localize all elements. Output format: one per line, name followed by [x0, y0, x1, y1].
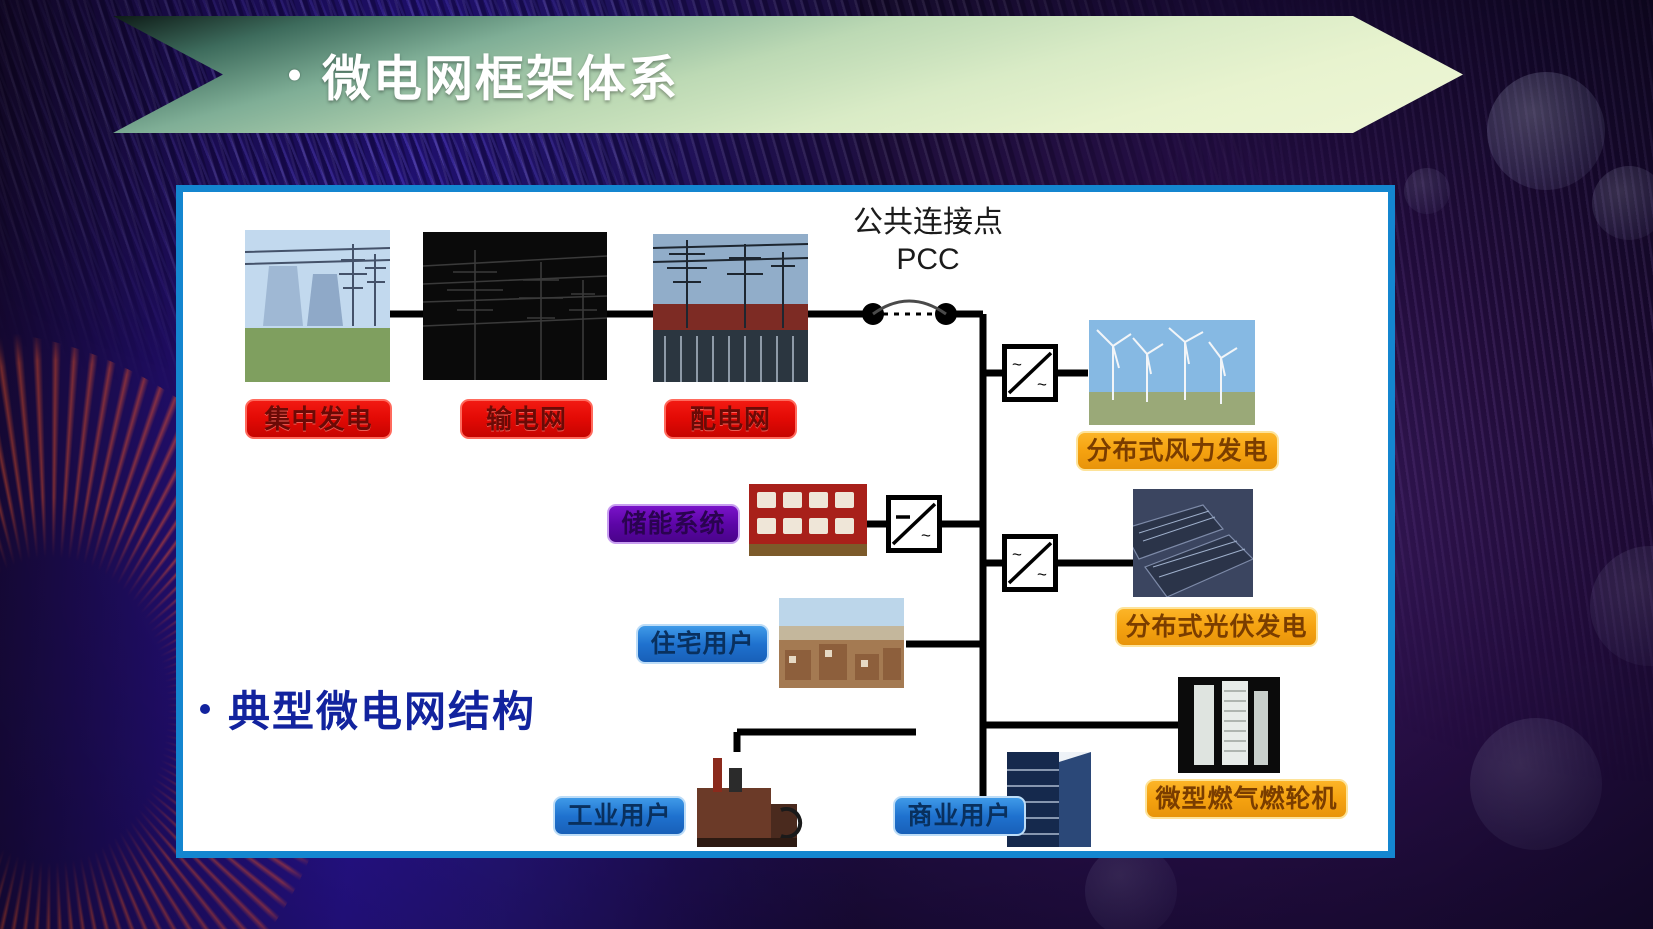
label-micro-gas-turbine-text: 微型燃气燃轮机	[1155, 784, 1338, 813]
bullet-icon	[289, 69, 300, 80]
residential-photo	[779, 598, 904, 688]
label-distribution-grid-text: 配电网	[689, 404, 771, 434]
label-industrial-user-text: 工业用户	[567, 801, 672, 830]
subtitle-line: 典型微电网结构	[200, 678, 536, 739]
label-commercial-user: 商业用户	[893, 796, 1026, 836]
converter-pv-input-symbol: ~	[1012, 545, 1022, 564]
label-central-generation: 集中发电	[245, 399, 392, 439]
bullet-icon	[200, 703, 210, 714]
solar-panel-photo	[1133, 489, 1253, 597]
pcc-label-line1: 公共连接点	[853, 206, 1003, 239]
power-plant-photo	[245, 230, 390, 382]
label-distributed-wind: 分布式风力发电	[1076, 431, 1279, 471]
bokeh-circle-3	[1470, 718, 1602, 850]
label-distribution-grid: 配电网	[664, 399, 797, 439]
substation-photo	[653, 234, 808, 382]
label-distributed-wind-text: 分布式风力发电	[1086, 436, 1269, 465]
label-distributed-pv: 分布式光伏发电	[1115, 607, 1318, 647]
pcc-switch-symbol	[862, 299, 957, 325]
content-panel: ~ ~ ~ ~ ~	[176, 185, 1395, 858]
bokeh-circle-2	[1592, 166, 1653, 240]
title-banner: 微电网框架体系	[113, 16, 1463, 133]
label-industrial-user: 工业用户	[553, 796, 686, 836]
converter-pv: ~ ~	[1002, 534, 1058, 592]
label-energy-storage-system-text: 储能系统	[621, 509, 726, 538]
label-central-generation-text: 集中发电	[264, 404, 373, 434]
label-micro-gas-turbine: 微型燃气燃轮机	[1145, 779, 1348, 819]
label-residential-user: 住宅用户	[636, 624, 769, 664]
label-residential-user-text: 住宅用户	[650, 629, 755, 658]
pcc-label: 公共连接点 PCC	[823, 205, 1033, 278]
bokeh-circle-1	[1487, 72, 1605, 190]
bokeh-circle-6	[1404, 168, 1450, 214]
microgrid-diagram: ~ ~ ~ ~ ~	[183, 192, 1388, 851]
gas-turbine-photo	[1178, 677, 1280, 773]
converter-pv-output-symbol: ~	[1037, 565, 1047, 584]
industrial-photo	[673, 752, 809, 847]
converter-wind-input-symbol: ~	[1012, 355, 1022, 374]
converter-wind-output-symbol: ~	[1037, 375, 1047, 394]
page-title: 微电网框架体系	[322, 52, 680, 106]
title-banner-content: 微电网框架体系	[289, 39, 679, 110]
label-commercial-user-text: 商业用户	[907, 801, 1012, 830]
converter-wind: ~ ~	[1002, 344, 1058, 402]
bokeh-circle-5	[1085, 845, 1177, 929]
converter-storage: ~	[886, 495, 942, 553]
label-transmission-grid-text: 输电网	[485, 404, 567, 434]
pcc-label-line2: PCC	[896, 242, 960, 276]
wind-farm-photo	[1089, 320, 1255, 425]
label-energy-storage-system: 储能系统	[607, 504, 740, 544]
converter-storage-output-symbol: ~	[921, 526, 931, 545]
label-distributed-pv-text: 分布式光伏发电	[1125, 612, 1308, 641]
battery-bank-photo	[749, 484, 867, 556]
subtitle-text: 典型微电网结构	[228, 688, 537, 735]
label-transmission-grid: 输电网	[460, 399, 593, 439]
transmission-tower-photo	[423, 232, 607, 380]
